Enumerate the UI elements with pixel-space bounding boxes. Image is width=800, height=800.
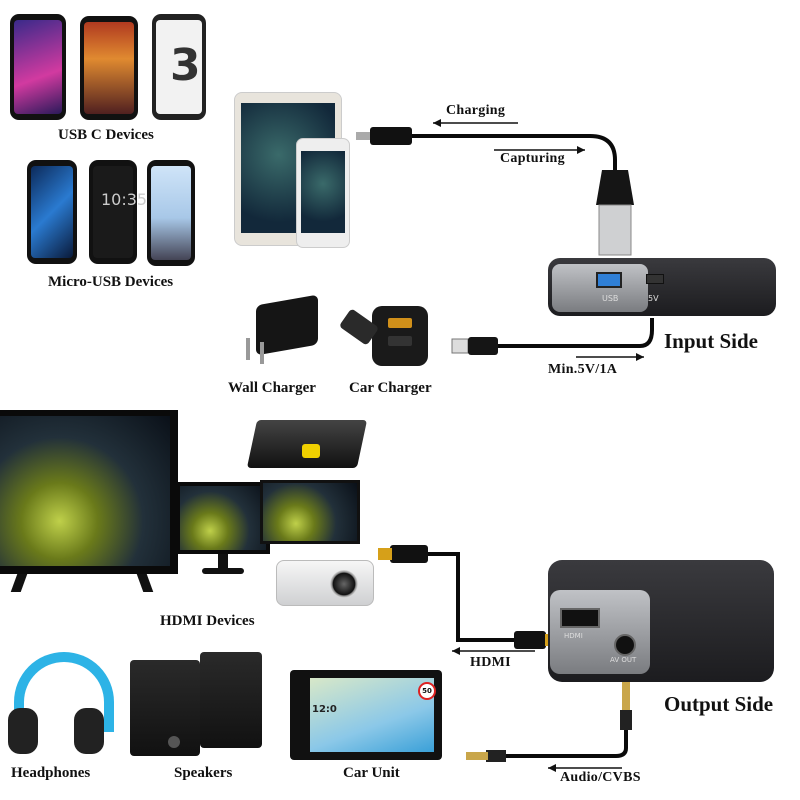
headphones-label: Headphones (11, 765, 90, 782)
hdmi-port-label: HDMI (564, 632, 583, 640)
hdmi-top-connector (390, 545, 428, 563)
usb-c-connector (370, 127, 412, 145)
projector-icon (276, 556, 374, 606)
car-stereo-icon: 50 12:0 (290, 670, 442, 762)
charging-label: Charging (446, 103, 505, 119)
speakers-icon (124, 652, 264, 760)
hdmi-cable (428, 554, 514, 640)
hdmi-devices-label: HDMI Devices (160, 613, 255, 630)
power-usb-connector (468, 337, 498, 355)
audio-cable (504, 730, 626, 756)
audio-plug-top (620, 710, 632, 730)
car-monitor-icon (252, 420, 362, 540)
av-port-icon (614, 634, 636, 656)
power-spec-label: Min.5V/1A (548, 362, 617, 378)
usb-port-label: USB (602, 294, 618, 303)
av-port-label: AV OUT (610, 656, 636, 664)
output-side-label: Output Side (664, 692, 773, 717)
hdmi-port-icon (560, 608, 600, 628)
power-cable (498, 318, 652, 346)
audio-plug-bottom (486, 750, 506, 762)
power-port-icon (646, 274, 664, 284)
audio-cvbs-label: Audio/CVBS (560, 770, 641, 786)
hdmi-bottom-connector (514, 631, 546, 649)
tv-icon (0, 410, 180, 592)
car-unit-label: Car Unit (343, 765, 400, 782)
usb-a-connector (596, 170, 634, 205)
usb-a-metal (599, 205, 631, 255)
car-speed-badge: 50 (418, 682, 436, 700)
audio-jack-bottom (466, 752, 488, 760)
input-side-label: Input Side (664, 329, 758, 354)
capturing-label: Capturing (500, 151, 565, 167)
capture-device-input: USB 5V (548, 258, 776, 316)
power-usb-plug (452, 339, 468, 353)
headphones-icon (8, 652, 104, 756)
hdmi-cable-label: HDMI (470, 655, 511, 671)
capture-device-output: HDMI AV OUT (548, 560, 774, 682)
hdmi-top-plug (378, 548, 392, 560)
speakers-label: Speakers (174, 765, 232, 782)
5v-port-label: 5V (648, 294, 659, 303)
usb-port-icon (596, 272, 622, 288)
usb-c-plug (356, 132, 372, 140)
car-time-label: 12:0 (312, 704, 337, 715)
